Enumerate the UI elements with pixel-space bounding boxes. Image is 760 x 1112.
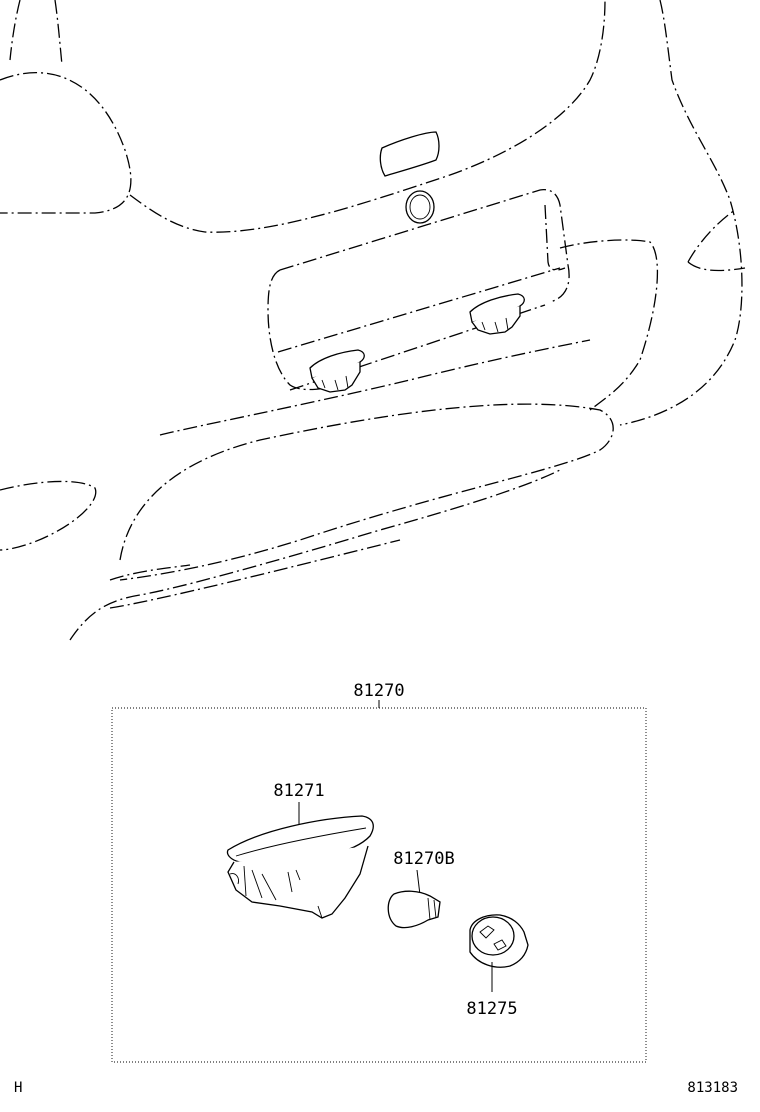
part-socket: 81275 [466, 914, 529, 1019]
part-number-label: 81270B [393, 849, 454, 869]
license-lamp-right-installed [469, 293, 525, 335]
license-lamp-left-installed [309, 349, 365, 393]
part-number-label: 81271 [273, 781, 324, 801]
vehicle-rear-outline [0, 0, 746, 641]
part-bulb: 81270B [387, 849, 455, 929]
part-lamp-housing: 81271 [226, 781, 374, 919]
assembly-group: 81270 [111, 681, 647, 1063]
part-number-label: 81275 [466, 999, 517, 1019]
assembly-part-number: 81270 [353, 681, 404, 701]
assembly-box [111, 707, 647, 1063]
illustration-id: 813183 [687, 1080, 738, 1096]
view-code: H [14, 1080, 22, 1096]
